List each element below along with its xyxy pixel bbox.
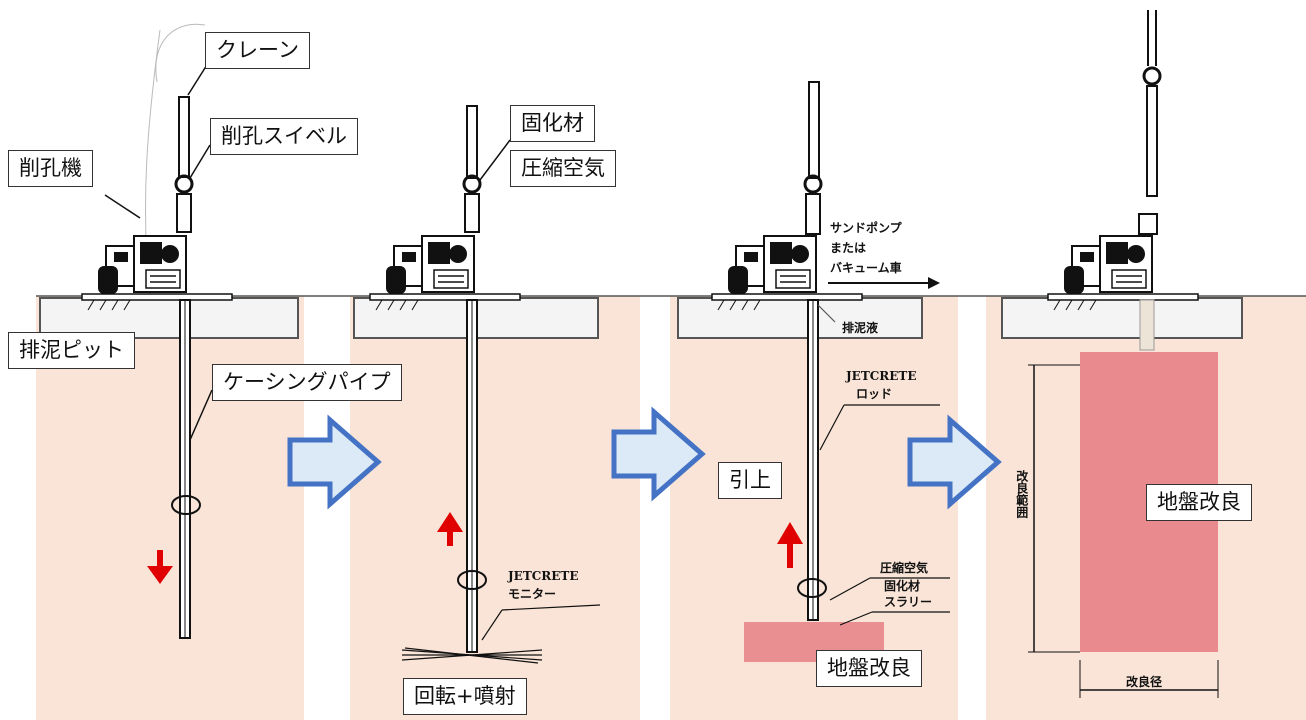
compressed-air-label: 圧縮空気 — [510, 150, 616, 187]
crane-label: クレーン — [205, 32, 310, 69]
mud-pit-label: 排泥ピット — [8, 332, 135, 369]
jetcrete-rod-label-1: JETCRETE — [846, 369, 917, 383]
ground-improvement-label-3: 地盤改良 — [816, 650, 922, 687]
solidifier-label: 固化材 — [510, 105, 595, 142]
jetcrete-rod-label-2: ロッド — [856, 387, 893, 401]
drill-machine-label: 削孔機 — [8, 150, 93, 187]
stage-1 — [81, 23, 233, 639]
jetcrete-monitor-label-1: JETCRETE — [508, 569, 579, 583]
sand-pump-label-1: サンドポンプ — [830, 221, 902, 235]
sand-pump-label-3: バキューム車 — [830, 261, 902, 275]
process-arrow-3 — [907, 414, 1002, 510]
casing-pipe-label: ケーシングパイプ — [212, 364, 402, 401]
waste-mud-label: 排泥液 — [842, 321, 879, 335]
ground-improvement-label-4: 地盤改良 — [1146, 484, 1252, 521]
stage-3 — [711, 81, 950, 662]
slurry-label-2: スラリー — [884, 595, 933, 609]
improvement-diameter-label: 改良径 — [1126, 675, 1163, 689]
jetcrete-monitor-label-2: モニター — [508, 587, 557, 601]
process-arrow-1 — [287, 414, 382, 510]
drill-swivel-label: 削孔スイベル — [210, 118, 358, 155]
sand-pump-label-2: または — [830, 241, 867, 255]
process-arrow-2 — [611, 406, 706, 502]
stage-2 — [369, 105, 601, 664]
rotation-jet-label: 回転+噴射 — [403, 678, 527, 715]
slurry-label-1: 固化材 — [884, 579, 921, 593]
compressed-air-small-label: 圧縮空気 — [880, 561, 929, 575]
pull-up-label: 引上 — [718, 462, 782, 499]
improvement-range-label: 改良範囲 — [1014, 470, 1029, 518]
mud-pits — [39, 297, 1243, 339]
